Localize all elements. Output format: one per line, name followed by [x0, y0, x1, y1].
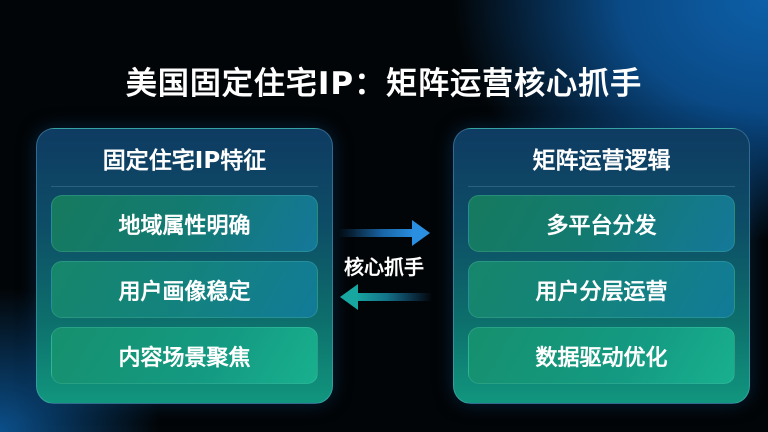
- feature-item: 内容场景聚焦: [51, 327, 318, 384]
- panel-title: 矩阵运营逻辑: [468, 129, 735, 187]
- page-title: 美国固定住宅IP：矩阵运营核心抓手: [125, 66, 643, 102]
- panel-title: 固定住宅IP特征: [51, 129, 318, 187]
- residential-ip-features-panel: 固定住宅IP特征 地域属性明确 用户画像稳定 内容场景聚焦: [36, 128, 333, 404]
- feature-item: 用户画像稳定: [51, 261, 318, 318]
- arrow-right-icon: [338, 220, 430, 246]
- matrix-operation-logic-panel: 矩阵运营逻辑 多平台分发 用户分层运营 数据驱动优化: [453, 128, 750, 404]
- logic-item: 数据驱动优化: [468, 327, 735, 384]
- arrow-left-icon: [340, 284, 432, 310]
- feature-item: 地域属性明确: [51, 195, 318, 252]
- logic-item: 用户分层运营: [468, 261, 735, 318]
- logic-item: 多平台分发: [468, 195, 735, 252]
- connector-label: 核心抓手: [344, 255, 424, 279]
